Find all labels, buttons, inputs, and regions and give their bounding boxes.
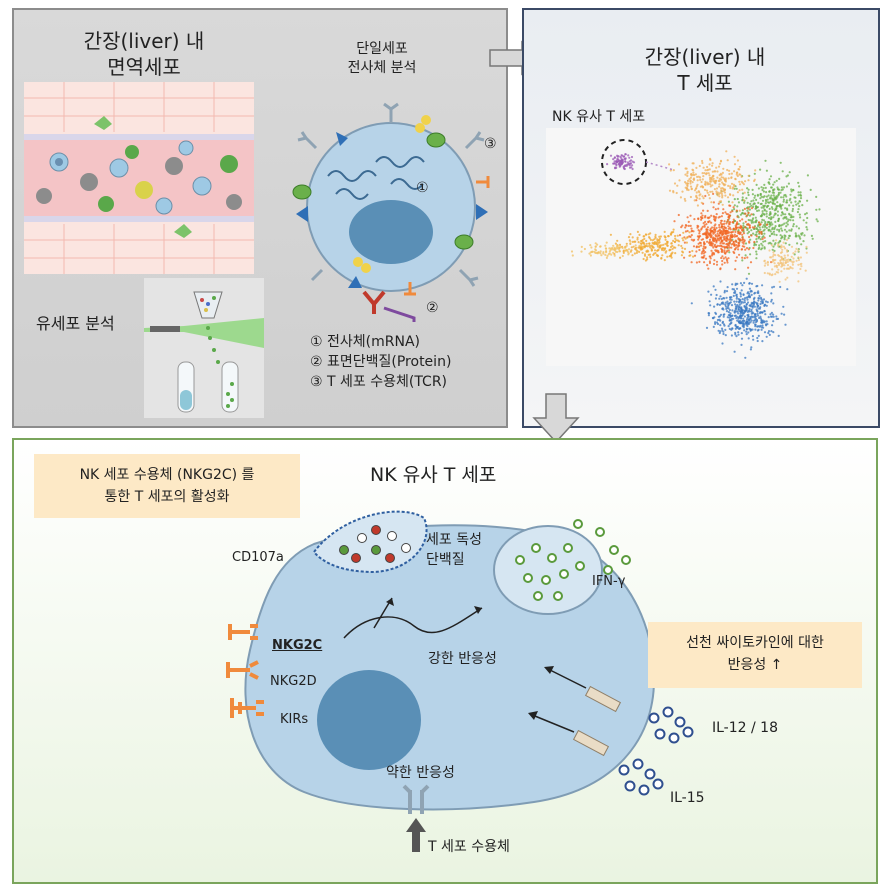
weak-response-label: 약한 반응성 [386, 765, 455, 781]
umap-points [570, 150, 821, 359]
kirs-label: KIRs [280, 712, 309, 727]
t-cell-receptor-icon [402, 784, 430, 852]
panel2-title: 간장(liver) 내 T 세포 [644, 45, 766, 95]
liver-tissue-illustration [24, 82, 254, 274]
t-cell-receptor-label: T 세포 수용체 [428, 839, 510, 855]
nkg2d-receptor-icon [226, 660, 259, 680]
cd107a-label: CD107a [232, 550, 284, 565]
flow-cytometry-label: 유세포 분석 [36, 314, 115, 333]
marker-2: ② [426, 300, 439, 316]
strong-response-label: 강한 반응성 [428, 651, 497, 667]
il12-18-label: IL-12 / 18 [712, 720, 778, 736]
kirs-receptor-icon [230, 698, 264, 718]
single-cell-illustration: ① ③ ② [292, 102, 497, 322]
marker-1: ① [416, 180, 429, 196]
umap-cluster-4 [690, 277, 789, 359]
liver-t-cell-panel: 간장(liver) 내 T 세포 NK 유사 T 세포 [522, 8, 880, 428]
umap-cluster-8 [763, 238, 808, 283]
liver-immune-cells-panel: 간장(liver) 내 면역세포 유세포 분석 [12, 8, 508, 428]
single-cell-title: 단일세포 전사체 분석 [347, 41, 417, 76]
panel3-title: NK 유사 T 세포 [370, 464, 497, 486]
il15-receptor-icon [528, 711, 610, 757]
ifn-gamma-granules [515, 519, 631, 601]
il12-18-cytokines [648, 706, 694, 744]
nkg2d-label: NKG2D [270, 674, 317, 689]
nk-like-t-cell-diagram [226, 510, 694, 852]
il12-18-receptor-icon [544, 666, 622, 713]
il15-cytokines [618, 758, 664, 796]
nk-like-t-cell-mechanism-panel: NK 유사 T 세포 NK 세포 수용체 (NKG2C) 를 통한 T 세포의 … [12, 438, 878, 884]
nk-like-t-cell-label: NK 유사 T 세포 [552, 109, 646, 125]
ifn-gamma-label: IFN-γ [592, 574, 626, 589]
umap-cluster-7 [570, 240, 645, 259]
marker-3: ③ [484, 136, 497, 152]
il15-label: IL-15 [670, 790, 705, 806]
nucleus [317, 670, 421, 770]
nkg2c-label: NKG2C [272, 638, 323, 653]
single-cell-legend: ① 전사체(mRNA) ② 표면단백질(Protein) ③ T 세포 수용체(… [310, 334, 452, 390]
cytotoxic-granules [339, 525, 411, 563]
umap-cluster-3 [673, 192, 773, 271]
arrow-down-icon [532, 393, 580, 444]
panel1-title: 간장(liver) 내 면역세포 [83, 29, 205, 79]
innate-cytokine-note: 선천 싸이토카인에 대한 반응성 ↑ [648, 622, 862, 688]
nkg2c-receptor-icon [228, 624, 258, 640]
umap-cluster-plot [546, 128, 856, 366]
cytotoxic-protein-label: 세포 독성 단백질 [426, 532, 482, 568]
flow-cytometry-illustration [144, 278, 264, 418]
immune-cells [36, 140, 242, 215]
umap-cluster-1 [606, 153, 636, 171]
nkg2c-activation-note: NK 세포 수용체 (NKG2C) 를 통한 T 세포의 활성화 [34, 454, 300, 518]
umap-cluster-5 [668, 150, 757, 212]
